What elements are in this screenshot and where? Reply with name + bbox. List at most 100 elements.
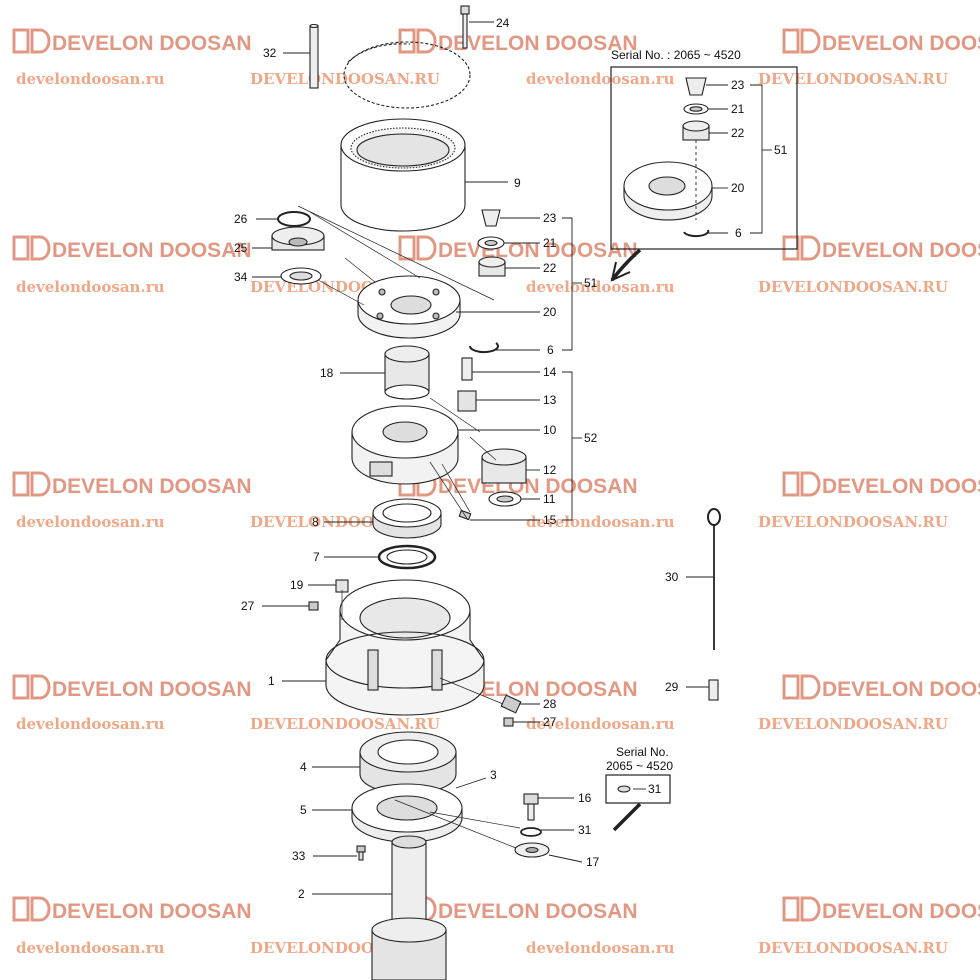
part-24-bolt [460, 5, 470, 49]
part-22-gear [478, 256, 506, 277]
watermark-brand: DEVELON DOOSAN [438, 32, 638, 55]
watermark-url: DEVELONDOOSAN.RU [758, 70, 948, 88]
brand-logo-icon [782, 471, 821, 497]
callout-18: 18 [320, 366, 334, 380]
part-16-bolt [523, 793, 539, 821]
callout-16: 16 [578, 791, 592, 805]
watermark-brand: DEVELON DOOSAN [52, 239, 252, 262]
callout-21-inset: 21 [731, 102, 745, 116]
watermark-url: develondoosan.ru [526, 939, 675, 957]
watermark-url: DEVELONDOOSAN.RU [758, 513, 948, 531]
part-1-housing [325, 579, 485, 716]
part-8-bearing [372, 498, 442, 539]
part-12-planet-gear [481, 448, 527, 484]
callout-22: 22 [543, 261, 557, 275]
callout-23: 23 [543, 211, 557, 225]
callout-29: 29 [665, 680, 679, 694]
callout-3: 3 [490, 768, 497, 782]
callout-28: 28 [543, 697, 557, 711]
part-33-bolt [356, 845, 366, 861]
watermark-brand: DEVELON DOOSAN [438, 678, 638, 701]
callout-26: 26 [234, 212, 248, 226]
watermark-url: develondoosan.ru [16, 278, 165, 296]
part-17-washer [514, 842, 550, 858]
callout-8: 8 [312, 515, 319, 529]
watermark-url: develondoosan.ru [16, 939, 165, 957]
callout-32: 32 [263, 46, 277, 60]
callout-23-inset: 23 [731, 78, 745, 92]
callout-20: 20 [543, 305, 557, 319]
brand-logo-icon [782, 674, 821, 700]
part-9-ring-gear [340, 118, 466, 232]
part-25-planet-gear [271, 226, 325, 251]
callout-17: 17 [586, 855, 600, 869]
part-28-fitting [500, 694, 522, 714]
part-11-washer [488, 491, 522, 507]
watermark-brand: DEVELON DOOSAN [822, 678, 980, 701]
callout-25: 25 [234, 241, 248, 255]
callout-9: 9 [514, 176, 521, 190]
callout-52: 52 [584, 431, 598, 445]
watermark-brand: DEVELON DOOSAN [822, 900, 980, 923]
part-27-plug [308, 601, 319, 611]
leader-lines [252, 21, 772, 895]
inset-bottom: Serial No. 2065 ~ 4520 [605, 745, 673, 804]
part-13-bushing [457, 390, 477, 412]
callout-27-lower: 27 [543, 715, 557, 729]
watermark-url: develondoosan.ru [526, 70, 675, 88]
watermark-url: DEVELONDOOSAN.RU [250, 715, 440, 733]
watermark-brand: DEVELON DOOSAN [822, 475, 980, 498]
watermark-brand: DEVELON DOOSAN [438, 475, 638, 498]
brand-logo-icon [782, 28, 821, 54]
inset-top-frame [610, 66, 798, 250]
part-top-cover [343, 41, 471, 109]
part-26-snap-ring [277, 211, 311, 227]
watermark-brand: DEVELON DOOSAN [822, 32, 980, 55]
callout-30: 30 [665, 570, 679, 584]
inset-top-parts [623, 77, 713, 238]
callout-7: 7 [313, 550, 320, 564]
watermark-url: develondoosan.ru [526, 513, 675, 531]
watermark-brand: DEVELON DOOSAN [52, 475, 252, 498]
watermark-url: DEVELONDOOSAN.RU [758, 939, 948, 957]
watermark-url: develondoosan.ru [16, 513, 165, 531]
watermark-brand: DEVELON DOOSAN [438, 900, 638, 923]
brand-logo-icon [12, 235, 51, 261]
callout-1: 1 [268, 674, 275, 688]
callout-labels: 24 32 9 26 25 34 23 21 22 51 20 6 18 14 … [234, 16, 788, 901]
part-7-oil-seal [377, 544, 437, 570]
part-27-plug-lower [503, 717, 514, 727]
callout-34: 34 [234, 270, 248, 284]
part-2-pinion-shaft [371, 835, 447, 980]
callout-31-inset: 31 [648, 782, 662, 796]
part-14-pin [461, 357, 473, 381]
callout-24: 24 [496, 16, 510, 30]
brand-logo-icon [12, 471, 51, 497]
watermark-brand: DEVELON DOOSAN [52, 900, 252, 923]
watermark-url: develondoosan.ru [526, 278, 675, 296]
watermark-brand: DEVELON DOOSAN [822, 239, 980, 262]
brand-logo-icon [782, 235, 821, 261]
watermark-row-5: DEVELON DOOSAN DEVELON DOOSAN DEVELON DO… [12, 896, 980, 957]
watermark-brand: DEVELON DOOSAN [52, 32, 252, 55]
part-34-washer [280, 267, 322, 285]
part-10-carrier [351, 405, 459, 485]
watermark-url: DEVELONDOOSAN.RU [758, 715, 948, 733]
callout-11: 11 [543, 492, 556, 506]
part-18-sun-gear [384, 345, 430, 400]
watermark-brand: DEVELON DOOSAN [438, 239, 638, 262]
watermark-url: DEVELONDOOSAN.RU [758, 278, 948, 296]
callout-21: 21 [543, 236, 557, 250]
parts [271, 5, 721, 980]
callout-13: 13 [543, 393, 557, 407]
inset-top-serial: Serial No. : 2065 ~ 4520 [611, 48, 741, 62]
callout-4: 4 [300, 760, 307, 774]
callout-6-inset: 6 [735, 226, 742, 240]
brand-logo-icon [12, 674, 51, 700]
callout-14: 14 [543, 365, 557, 379]
callout-31: 31 [578, 823, 592, 837]
callout-5: 5 [300, 803, 307, 817]
brand-logo-icon [782, 896, 821, 922]
watermark-url: develondoosan.ru [16, 70, 165, 88]
